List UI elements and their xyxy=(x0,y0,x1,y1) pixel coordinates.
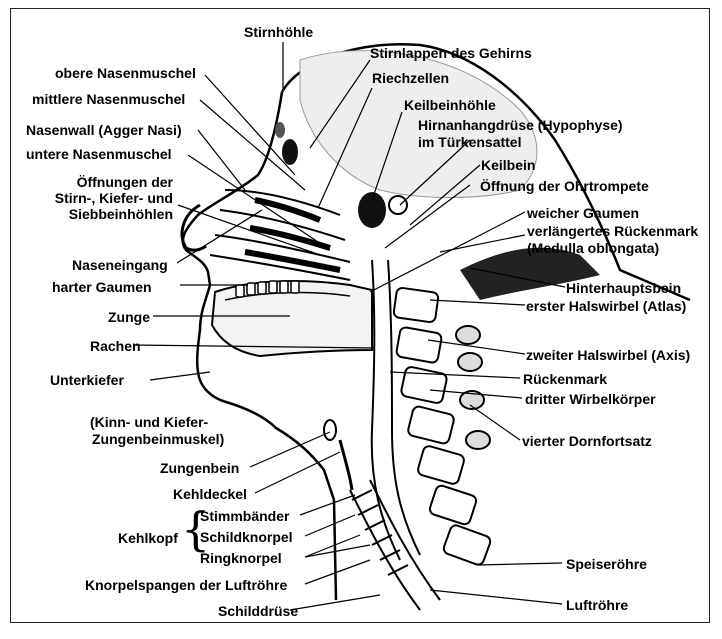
trachea xyxy=(350,480,440,610)
label-speiseroehre: Speiseröhre xyxy=(566,556,647,572)
label-riechzellen: Riechzellen xyxy=(372,70,449,86)
label-keilbeinhoehle: Keilbeinhöhle xyxy=(404,97,496,113)
label-harter-gaumen: harter Gaumen xyxy=(52,279,152,295)
nasal-turbinates xyxy=(210,190,350,280)
label-kehlkopf: Kehlkopf xyxy=(118,530,178,546)
label-nasenwall: Nasenwall (Agger Nasi) xyxy=(26,122,182,138)
sphenoid-sinus xyxy=(358,192,407,228)
label-naseneingang: Naseneingang xyxy=(72,257,168,273)
label-mittlere-nasenmuschel: mittlere Nasenmuschel xyxy=(32,91,185,107)
label-ohrtrompete: Öffnung der Ohrtrompete xyxy=(480,178,649,194)
label-hinterhauptsbein: Hinterhauptsbein xyxy=(566,280,681,296)
label-weicher-gaumen: weicher Gaumen xyxy=(527,205,639,221)
label-luftroehre: Luftröhre xyxy=(566,597,628,613)
label-vierter-dornfortsatz: vierter Dornfortsatz xyxy=(522,433,652,449)
label-oeffnungen-2: Stirn-, Kiefer- und xyxy=(28,190,173,206)
label-oeffnungen-1: Öffnungen der xyxy=(68,174,173,190)
label-rueckenmark-verl-1: verlängertes Rückenmark xyxy=(527,223,698,239)
label-rueckenmark: Rückenmark xyxy=(523,371,607,387)
label-hypophyse-2: im Türkensattel xyxy=(418,134,521,150)
label-knorpelspangen: Knorpelspangen der Luftröhre xyxy=(85,577,287,593)
label-rachen: Rachen xyxy=(90,338,141,354)
label-keilbein: Keilbein xyxy=(481,157,535,173)
label-ringknorpel: Ringknorpel xyxy=(200,550,282,566)
label-hypophyse-1: Hirnanhangdrüse (Hypophyse) xyxy=(418,117,623,133)
label-obere-nasenmuschel: obere Nasenmuschel xyxy=(55,65,196,81)
label-zungenbein: Zungenbein xyxy=(160,460,239,476)
label-rueckenmark-verl-2: (Medulla oblongata) xyxy=(527,240,659,256)
label-stimmbaender: Stimmbänder xyxy=(200,508,289,524)
label-schilddruese: Schilddrüse xyxy=(218,603,298,619)
frontal-sinus xyxy=(275,122,298,165)
label-kehldeckel: Kehldeckel xyxy=(173,486,247,502)
oral-cavity xyxy=(212,281,372,356)
label-kinn-2: Zungenbeinmuskel) xyxy=(92,431,224,447)
label-unterkiefer: Unterkiefer xyxy=(50,372,124,388)
label-stirnhoehle: Stirnhöhle xyxy=(244,24,313,40)
label-schildknorpel: Schildknorpel xyxy=(200,529,293,545)
label-dritter-wirbelkoerper: dritter Wirbelkörper xyxy=(525,391,656,407)
label-erster-halswirbel: erster Halswirbel (Atlas) xyxy=(526,298,686,314)
label-zunge: Zunge xyxy=(108,309,150,325)
label-untere-nasenmuschel: untere Nasenmuschel xyxy=(26,146,172,162)
label-kinn-1: (Kinn- und Kiefer- xyxy=(90,414,208,430)
label-oeffnungen-3: Siebbeinhöhlen xyxy=(58,206,173,222)
label-stirnlappen: Stirnlappen des Gehirns xyxy=(370,45,532,61)
label-zweiter-halswirbel: zweiter Halswirbel (Axis) xyxy=(526,347,690,363)
